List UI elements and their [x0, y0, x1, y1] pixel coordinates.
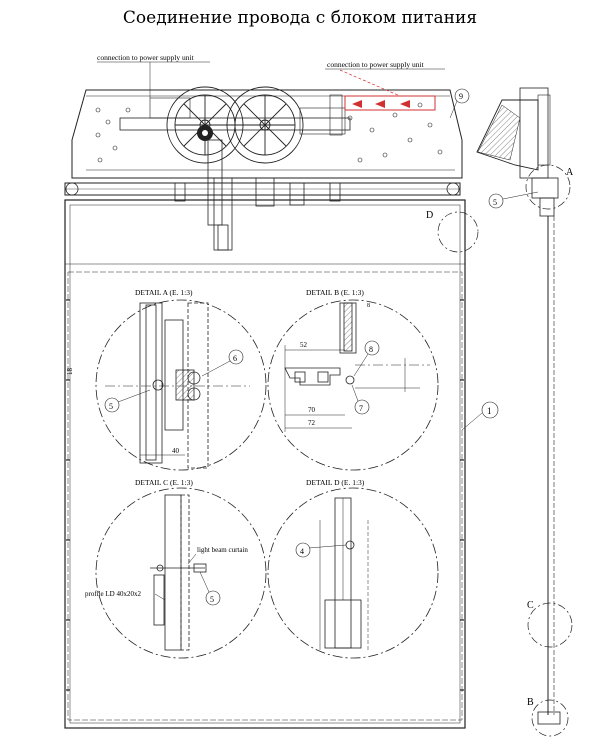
detail-b-marker: B [527, 697, 569, 737]
panel-edge-markers [66, 299, 464, 691]
detail-b: DETAIL B (E. 1:3) 8 52 70 72 8 [267, 288, 439, 471]
drive-pulley-right [226, 86, 304, 164]
door-panel: 18 [64, 199, 466, 729]
dim-8: 8 [367, 303, 370, 309]
drawing-title: Соединение провода с блоком питания [122, 8, 478, 28]
label-connection-left: connection to power supply unit [97, 53, 195, 62]
svg-text:C: C [527, 600, 534, 611]
svg-text:1: 1 [487, 406, 492, 416]
callout-9: 9 [449, 88, 470, 119]
detail-a: DETAIL A (E. 1:3) 40 5 6 [95, 288, 267, 471]
label-light-beam: light beam curtain [197, 546, 248, 554]
dim-40: 40 [172, 447, 180, 455]
callout-5-side: 5 [488, 191, 539, 209]
svg-text:6: 6 [233, 354, 237, 363]
dim-70: 70 [308, 406, 316, 414]
detail-d-title: DETAIL D (E. 1:3) [306, 478, 365, 487]
detail-a-marker: A [525, 164, 574, 210]
svg-text:A: A [566, 167, 574, 178]
callout-8-detail-b: 8 [353, 340, 380, 377]
callout-5-detail-c: 5 [199, 571, 221, 606]
detail-c-title: DETAIL C (E. 1:3) [135, 478, 193, 487]
label-profile: profile LD 40x20x2 [85, 590, 141, 598]
svg-text:8: 8 [369, 345, 373, 354]
svg-text:4: 4 [300, 547, 304, 556]
side-view [476, 87, 561, 725]
label-connection-right: connection to power supply unit [327, 60, 425, 69]
svg-text:7: 7 [359, 404, 363, 413]
svg-text:D: D [426, 210, 433, 221]
detail-b-title: DETAIL B (E. 1:3) [306, 288, 364, 297]
callout-7-detail-b: 7 [351, 384, 370, 415]
dim-52: 52 [300, 341, 308, 349]
dim-72: 72 [308, 419, 316, 427]
svg-text:5: 5 [210, 595, 214, 604]
dim-18: 18 [66, 368, 74, 376]
detail-c-marker: C [527, 600, 573, 648]
power-supply-unit [344, 95, 436, 111]
door-operator-header [64, 69, 463, 251]
callout-4-detail-d: 4 [295, 542, 347, 558]
callout-5-detail-a: 5 [104, 389, 151, 413]
mounting-holes [95, 102, 443, 163]
svg-text:B: B [527, 697, 534, 708]
callout-6-detail-a: 6 [201, 349, 244, 377]
svg-text:5: 5 [493, 198, 497, 207]
detail-a-title: DETAIL A (E. 1:3) [135, 288, 193, 297]
svg-text:9: 9 [459, 92, 463, 101]
svg-text:5: 5 [109, 402, 113, 411]
detail-c: DETAIL C (E. 1:3) light beam curtain pro… [85, 478, 267, 659]
callout-1: 1 [461, 401, 499, 431]
detail-d: DETAIL D (E. 1:3) 4 [267, 478, 439, 659]
detail-d-marker: D [426, 210, 479, 253]
